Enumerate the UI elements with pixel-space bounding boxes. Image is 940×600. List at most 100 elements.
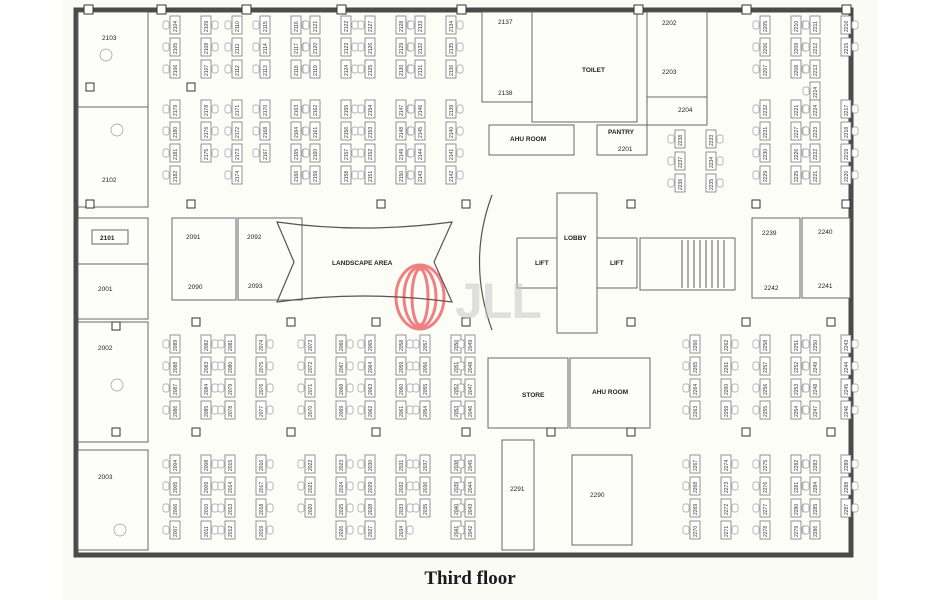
chair bbox=[407, 148, 415, 158]
desk-number: 2024 bbox=[339, 482, 345, 493]
workstation-2045: 2045 bbox=[457, 454, 476, 474]
workstation-2119: 2119 bbox=[302, 59, 321, 79]
desk bbox=[790, 59, 802, 79]
desk bbox=[790, 400, 802, 420]
desk-number: 2251 bbox=[794, 340, 800, 351]
desk-number: 2167 bbox=[263, 149, 269, 160]
workstation-2087: 2087 bbox=[162, 378, 181, 398]
workstation-2178: 2178 bbox=[200, 99, 219, 119]
chair bbox=[731, 339, 739, 349]
chair bbox=[162, 459, 170, 469]
desk-number: 2287 bbox=[844, 504, 850, 515]
desk-number: 2086 bbox=[173, 406, 179, 417]
desk bbox=[364, 37, 376, 57]
workstation-2272: 2272 bbox=[720, 498, 739, 518]
desk bbox=[200, 378, 212, 398]
desk-number: 2212 bbox=[813, 43, 819, 54]
desk bbox=[259, 37, 271, 57]
desk-number: 2222 bbox=[813, 149, 819, 160]
desk bbox=[169, 37, 181, 57]
desk bbox=[445, 165, 457, 185]
desk bbox=[464, 476, 476, 496]
workstation-2171: 2171 bbox=[224, 99, 243, 119]
chair bbox=[224, 148, 232, 158]
label-room-2203: 2203 bbox=[662, 69, 677, 76]
chair bbox=[406, 405, 414, 415]
desk-number: 2163 bbox=[294, 105, 300, 116]
chair bbox=[406, 459, 414, 469]
chair bbox=[162, 170, 170, 180]
desk-number: 2244 bbox=[844, 362, 850, 373]
desk-layer: 2104210521062109210821072110211121122115… bbox=[162, 15, 859, 540]
desk-number: 2065 bbox=[368, 340, 374, 351]
workstation-2019: 2019 bbox=[255, 520, 274, 540]
desk-number: 2022 bbox=[308, 460, 314, 471]
desk bbox=[395, 121, 407, 141]
desk-number: 2076 bbox=[259, 384, 265, 395]
desk bbox=[231, 165, 243, 185]
desk-number: 2214 bbox=[813, 87, 819, 98]
desk bbox=[340, 59, 352, 79]
desk bbox=[395, 498, 407, 518]
workstation-2264: 2264 bbox=[682, 378, 701, 398]
desk-number: 2172 bbox=[235, 127, 241, 138]
chair bbox=[716, 156, 724, 166]
workstation-2271: 2271 bbox=[720, 520, 739, 540]
room-2092-2093 bbox=[237, 217, 303, 301]
workstation-2154: 2154 bbox=[357, 99, 376, 119]
workstation-2232: 2232 bbox=[752, 99, 771, 119]
desk-number: 2175 bbox=[204, 149, 210, 160]
desk-number: 2077 bbox=[259, 406, 265, 417]
chair bbox=[357, 148, 365, 158]
desk bbox=[464, 454, 476, 474]
desk bbox=[200, 520, 212, 540]
chair bbox=[412, 405, 420, 415]
label-room-2241: 2241 bbox=[818, 283, 833, 290]
chair bbox=[224, 170, 232, 180]
chair bbox=[456, 104, 464, 114]
workstation-2181: 2181 bbox=[162, 143, 181, 163]
floor-caption: Third floor bbox=[424, 568, 516, 589]
desk bbox=[255, 520, 267, 540]
desk-number: 2218 bbox=[844, 127, 850, 138]
workstation-2029: 2029 bbox=[357, 476, 376, 496]
desk-number: 2055 bbox=[423, 384, 429, 395]
desk bbox=[224, 334, 236, 354]
workstation-2159: 2159 bbox=[302, 165, 321, 185]
desk bbox=[395, 59, 407, 79]
desk bbox=[759, 400, 771, 420]
desk-number: 2027 bbox=[368, 526, 374, 537]
workstation-2008: 2008 bbox=[200, 454, 219, 474]
desk bbox=[255, 454, 267, 474]
desk-number: 2217 bbox=[844, 105, 850, 116]
chair bbox=[407, 170, 415, 180]
workstation-2056: 2056 bbox=[412, 356, 431, 376]
desk bbox=[224, 498, 236, 518]
structural-columns bbox=[83, 4, 852, 437]
desk-number: 2009 bbox=[204, 482, 210, 493]
desk-number: 2221 bbox=[813, 171, 819, 182]
desk bbox=[689, 400, 701, 420]
desk-number: 2254 bbox=[794, 406, 800, 417]
desk-number: 2231 bbox=[763, 127, 769, 138]
chair bbox=[357, 104, 365, 114]
label-room-2093: 2093 bbox=[248, 283, 263, 290]
desk bbox=[395, 378, 407, 398]
desk-number: 2080 bbox=[228, 362, 234, 373]
workstation-2020: 2020 bbox=[297, 498, 316, 518]
desk bbox=[340, 143, 352, 163]
chair bbox=[412, 383, 420, 393]
workstation-2223: 2223 bbox=[802, 121, 821, 141]
chair bbox=[851, 459, 859, 469]
desk-number: 2043 bbox=[468, 504, 474, 515]
workstation-2127: 2127 bbox=[357, 15, 376, 35]
desk bbox=[335, 454, 347, 474]
desk bbox=[304, 454, 316, 474]
desk bbox=[200, 121, 212, 141]
workstation-2058: 2058 bbox=[395, 334, 414, 354]
workstation-2157: 2157 bbox=[340, 143, 359, 163]
chair bbox=[266, 383, 274, 393]
desk bbox=[840, 165, 852, 185]
desk bbox=[445, 121, 457, 141]
desk-number: 2173 bbox=[235, 149, 241, 160]
